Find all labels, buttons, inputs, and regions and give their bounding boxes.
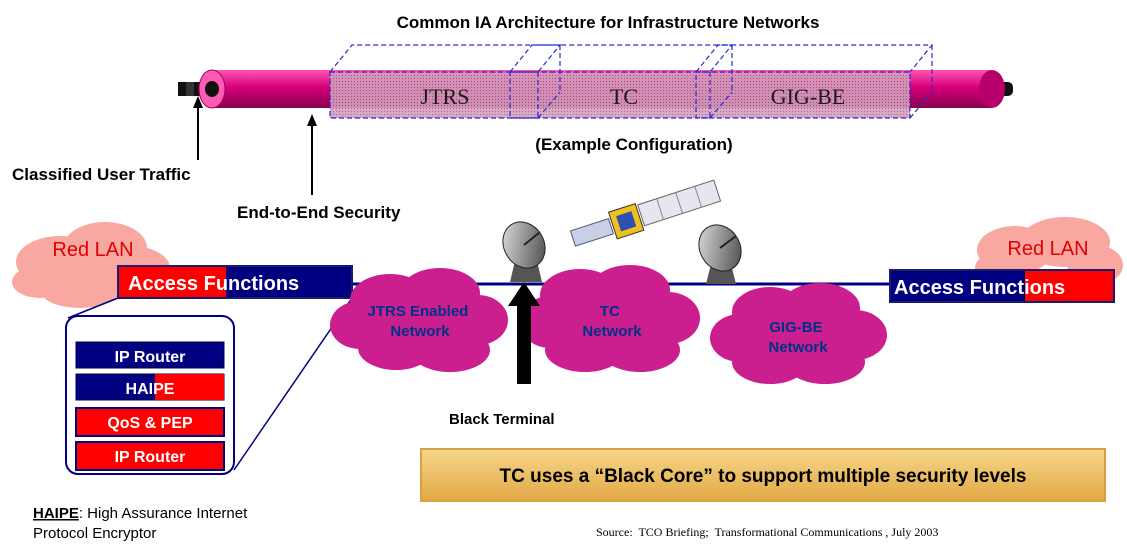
black-core-banner: TC uses a “Black Core” to support multip…	[420, 448, 1106, 502]
svg-text:HAIPE: HAIPE	[126, 381, 175, 398]
svg-text:TC uses a “Black Core” to supp: TC uses a “Black Core” to support multip…	[500, 466, 1027, 487]
e2e-security-arrow	[307, 114, 317, 195]
stack-haipe-part2: E	[164, 381, 175, 398]
stack-haipe: HAIPE	[75, 373, 225, 401]
gig-be-network-label: GIG-BE Network	[768, 319, 828, 356]
zoom-line-left	[67, 297, 119, 319]
stack-ip-router-bottom: IP Router	[75, 441, 225, 471]
pipe-segment-gig-be: GIG-BE	[771, 84, 846, 109]
stack-haipe-part1: HAIP	[126, 381, 165, 398]
pipe-segment-boxes	[329, 44, 934, 119]
stack-qos-pep: QoS & PEP	[75, 407, 225, 437]
access-right-part2: nctions	[994, 277, 1065, 299]
access-functions-right: Access Functions	[889, 269, 1115, 303]
diagram-title: Common IA Architecture for Infrastructur…	[397, 13, 820, 32]
gig-be-network-cloud	[710, 283, 887, 384]
red-lan-label-right: Red LAN	[1007, 238, 1088, 260]
tc-network-cloud	[520, 265, 700, 372]
haipe-footnote-definition: : High Assurance Internet	[79, 505, 248, 522]
pipe-segment-tc: TC	[610, 84, 638, 109]
svg-text:Access Functions: Access Functions	[128, 273, 299, 295]
access-right-part1: Access Fu	[894, 277, 994, 299]
svg-text:Access Functions: Access Functions	[894, 277, 1065, 299]
classified-traffic-arrow	[193, 96, 203, 160]
svg-text:IP Router: IP Router	[115, 449, 186, 466]
svg-text:QoS & PEP: QoS & PEP	[107, 415, 193, 432]
tc-network-label: TC Network	[582, 303, 642, 340]
stack-ip-router-top: IP Router	[75, 341, 225, 369]
satellite-dish-icon-left	[502, 221, 546, 282]
source-citation: Source: TCO Briefing; Transformational C…	[596, 525, 938, 539]
access-left-part1: Access	[128, 273, 204, 295]
pipe-segment-jtrs: JTRS	[421, 84, 470, 109]
access-functions-left: Access Functions	[117, 265, 353, 299]
e2e-security-label: End-to-End Security	[237, 203, 401, 222]
svg-text:IP Router: IP Router	[115, 349, 186, 366]
satellite-dish-icon-right	[698, 224, 742, 284]
black-terminal-arrow	[508, 282, 540, 384]
access-left-part2: Functions	[204, 273, 300, 295]
haipe-footnote-term: HAIPE	[33, 505, 79, 522]
haipe-footnote: HAIPE: High Assurance Internet	[33, 505, 248, 522]
black-terminal-label: Black Terminal	[449, 411, 555, 428]
haipe-footnote-line2: Protocol Encryptor	[33, 525, 156, 542]
satellite-icon	[569, 179, 722, 247]
classified-traffic-label: Classified User Traffic	[12, 165, 191, 184]
jtrs-network-label: JTRS Enabled Network	[367, 303, 472, 340]
pipe-caption: (Example Configuration)	[535, 135, 732, 154]
red-lan-label-left: Red LAN	[52, 239, 133, 261]
jtrs-network-cloud	[330, 268, 508, 372]
